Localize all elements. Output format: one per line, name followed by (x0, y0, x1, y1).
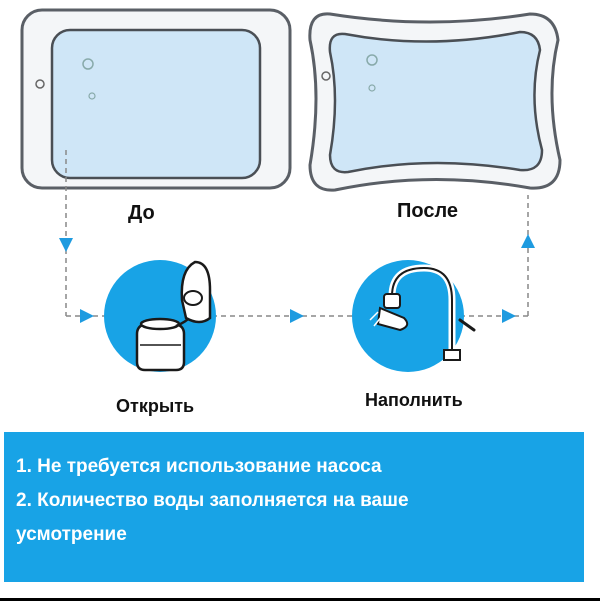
mat-after (308, 12, 562, 192)
info-banner: 1. Не требуется использование насоса 2. … (4, 432, 584, 582)
arrow-right-icon (290, 309, 304, 323)
arrow-up-icon (521, 234, 535, 248)
info-line-3: усмотрение (16, 524, 127, 545)
label-after: После (397, 200, 459, 222)
mat-before (20, 8, 292, 190)
info-line-1: 1. Не требуется использование насоса (16, 456, 382, 477)
label-fill: Наполнить (365, 390, 463, 410)
label-open: Открыть (116, 396, 195, 416)
info-line-2: 2. Количество воды заполняется на ваше (16, 490, 409, 511)
label-before: До (128, 202, 155, 224)
arrow-right-icon (502, 309, 516, 323)
arrow-down-icon (59, 238, 73, 252)
faucet-hand-icon (352, 260, 476, 372)
cap-bottle-icon (104, 260, 216, 372)
arrow-right-icon (80, 309, 94, 323)
bottom-divider (0, 598, 600, 601)
